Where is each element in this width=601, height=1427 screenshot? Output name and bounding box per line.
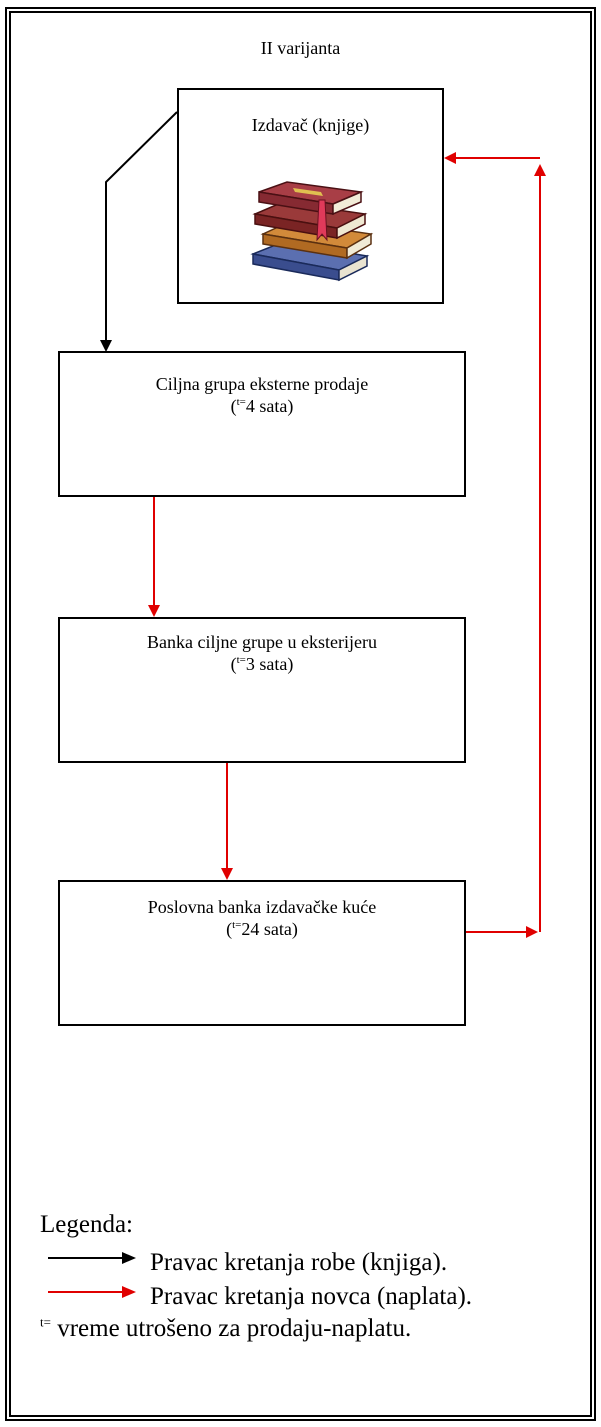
time-value: 4 sata) [245, 396, 294, 416]
node-label: Banka ciljne grupe u eksterijeru [147, 632, 377, 652]
time-superscript: t= [236, 396, 246, 408]
legend-goods-text: Pravac kretanja robe (knjiga). [150, 1249, 448, 1276]
legend-time-note: t= vreme utrošeno za prodaju-naplatu. [40, 1312, 411, 1346]
node-label: Ciljna grupa eksterne prodaje [155, 374, 369, 394]
node-publisher-bank: Poslovna banka izdavačke kuće (t=24 sata… [58, 880, 466, 1026]
goods-arrow-icon [48, 1252, 136, 1264]
books-stack-icon [250, 181, 374, 282]
page-title: II varijanta [260, 38, 341, 58]
outer-frame [5, 7, 596, 1421]
money-arrow-icon [48, 1286, 136, 1298]
legend-time-text: vreme utrošeno za prodaju-naplatu. [50, 1315, 412, 1342]
legend: Legenda: Pravac kretanja robe (knjiga). … [40, 1208, 472, 1346]
legend-title: Legenda: [40, 1211, 134, 1238]
time-value: 24 sata) [241, 919, 298, 939]
time-superscript: t= [40, 1314, 51, 1330]
legend-money-text: Pravac kretanja novca (naplata). [150, 1283, 473, 1310]
node-target-bank: Banka ciljne grupe u eksterijeru (t=3 sa… [58, 617, 466, 763]
time-value: 3 sata) [245, 654, 294, 674]
publisher-label: Izdavač (knjige) [251, 115, 370, 135]
legend-goods-row: Pravac kretanja robe (knjiga). [40, 1242, 447, 1276]
time-superscript: t= [232, 919, 242, 931]
node-time: (t=3 sata) [230, 654, 294, 674]
legend-money-row: Pravac kretanja novca (naplata). [40, 1276, 472, 1310]
publisher-box: Izdavač (knjige) [177, 88, 444, 304]
node-label: Poslovna banka izdavačke kuće [147, 897, 377, 917]
node-time: (t=4 sata) [230, 396, 294, 416]
node-target-group: Ciljna grupa eksterne prodaje (t=4 sata) [58, 351, 466, 497]
time-superscript: t= [236, 654, 246, 666]
node-time: (t=24 sata) [226, 919, 298, 939]
